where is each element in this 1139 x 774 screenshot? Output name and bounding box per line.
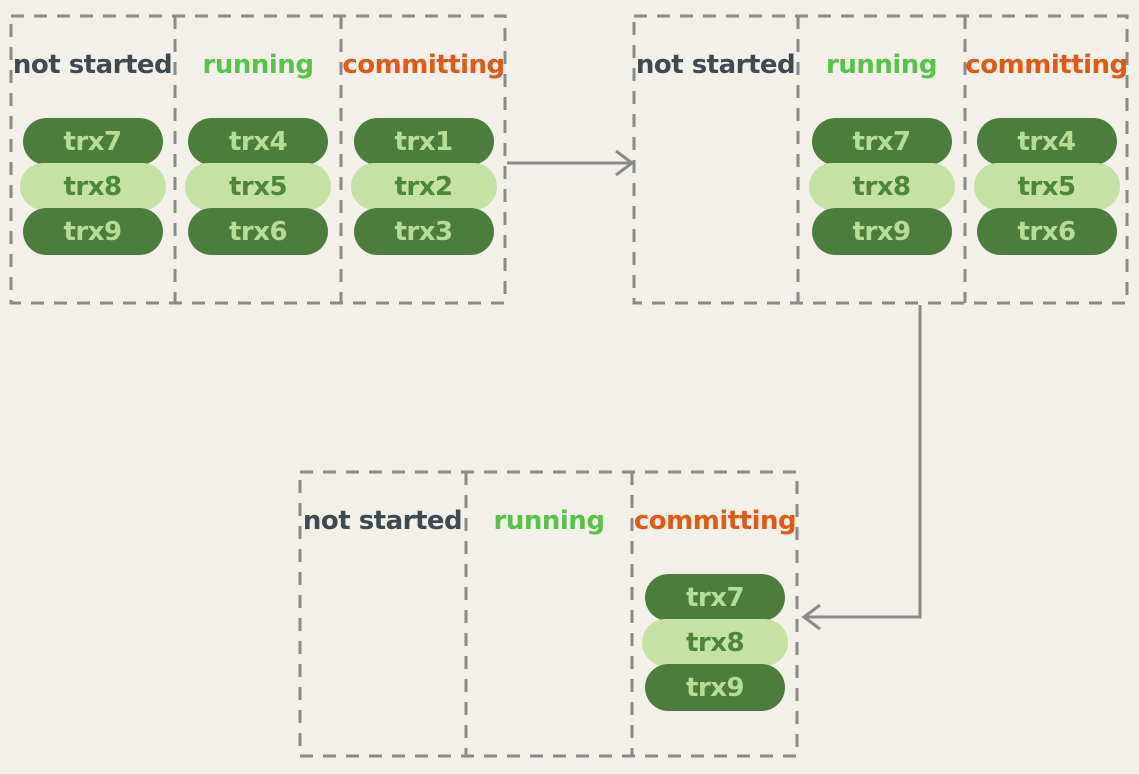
- trx-pill: trx5: [973, 163, 1120, 210]
- trx-pill: trx7: [645, 574, 785, 621]
- trx-pill: trx9: [645, 664, 785, 711]
- trx-pill: trx9: [811, 208, 952, 255]
- trx-pill: trx8: [19, 163, 166, 210]
- trx-pill: trx2: [350, 163, 497, 210]
- trx-pill: trx8: [808, 163, 955, 210]
- trx-pill: trx7: [811, 118, 952, 165]
- trx-pill: trx7: [22, 118, 163, 165]
- panel-3-column-committing: committing trx7 trx8 trx9: [632, 471, 798, 757]
- trx-pill: trx4: [188, 118, 328, 165]
- pill-stack: trx1 trx2 trx3: [350, 118, 497, 255]
- panel-2-column-committing: committing trx4 trx5 trx6: [965, 15, 1128, 304]
- state-label-not-started: not started: [635, 50, 796, 80]
- panel-1-column-not-started: not started trx7 trx8 trx9: [10, 15, 175, 304]
- panel-2-column-running: running trx7 trx8 trx9: [798, 15, 965, 304]
- state-label-committing: committing: [633, 506, 797, 536]
- pill-stack: trx7 trx8 trx9: [19, 118, 166, 255]
- state-label-committing: committing: [342, 50, 505, 80]
- pill-stack: trx4 trx5 trx6: [973, 118, 1120, 255]
- panel-1-column-running: running trx4 trx5 trx6: [175, 15, 341, 304]
- trx-pill: trx6: [188, 208, 328, 255]
- state-label-running: running: [493, 506, 605, 536]
- trx-pill: trx4: [976, 118, 1117, 165]
- arrow-panel2-to-panel3-head: [801, 603, 821, 631]
- pill-stack: trx7 trx8 trx9: [642, 574, 788, 711]
- trx-pill: trx8: [642, 619, 788, 666]
- state-label-running: running: [202, 50, 314, 80]
- trx-pill: trx9: [22, 208, 163, 255]
- state-label-running: running: [826, 50, 937, 80]
- pill-stack: trx4 trx5 trx6: [185, 118, 331, 255]
- state-label-not-started: not started: [302, 506, 463, 536]
- arrow-panel2-to-panel3: [804, 305, 922, 619]
- trx-pill: trx1: [353, 118, 494, 165]
- trx-pill: trx5: [185, 163, 331, 210]
- panel-3-column-not-started: not started: [299, 471, 466, 757]
- pill-stack: trx7 trx8 trx9: [808, 118, 955, 255]
- state-label-committing: committing: [965, 50, 1128, 80]
- arrow-panel1-to-panel2-head: [615, 149, 635, 177]
- panel-2-column-not-started: not started: [633, 15, 798, 304]
- panel-3-column-running: running: [466, 471, 632, 757]
- panel-1-column-committing: committing trx1 trx2 trx3: [341, 15, 506, 304]
- state-label-not-started: not started: [12, 50, 173, 80]
- trx-pill: trx3: [353, 208, 494, 255]
- trx-pill: trx6: [976, 208, 1117, 255]
